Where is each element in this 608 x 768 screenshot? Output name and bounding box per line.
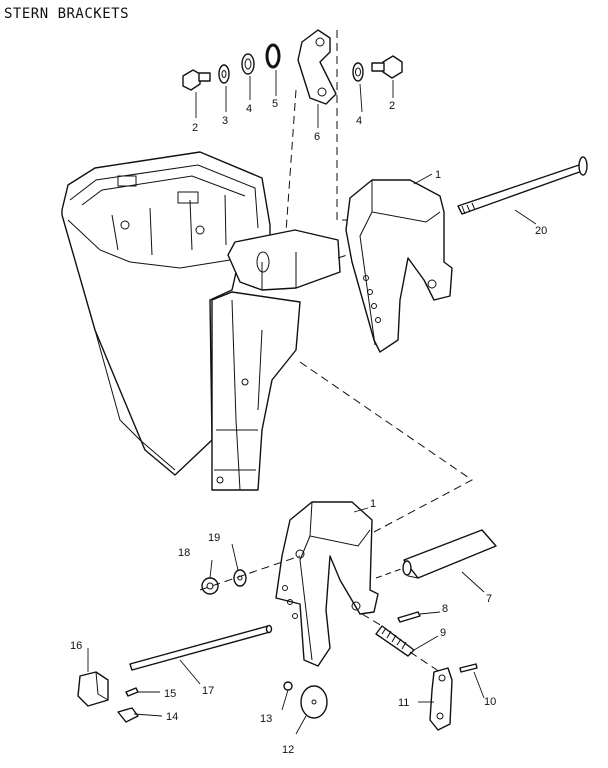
callout-18: 18 <box>178 547 190 559</box>
callout-2-right: 2 <box>389 100 395 112</box>
exhaust-housing <box>61 151 341 491</box>
part-13-screw <box>283 681 293 691</box>
callouts: 1 2 3 4 5 6 4 2 20 1 18 19 7 8 9 16 17 1… <box>70 98 547 756</box>
callout-12: 12 <box>282 744 294 756</box>
part-1-stern-bracket-lower <box>275 501 379 667</box>
part-15-pin <box>125 687 139 697</box>
callout-7: 7 <box>486 593 492 605</box>
callout-1-upper: 1 <box>435 169 441 181</box>
callout-13: 13 <box>260 713 272 725</box>
assembly-line-lever <box>409 651 441 673</box>
callout-2-left: 2 <box>192 122 198 134</box>
assembly-line-lower <box>299 361 473 533</box>
leader-lines <box>87 70 537 735</box>
assembly-line-spring <box>361 613 383 627</box>
callout-20: 20 <box>535 225 547 237</box>
part-16-rod-bracket <box>77 671 109 707</box>
callout-14: 14 <box>166 711 178 723</box>
part-11-release-lever <box>429 667 453 731</box>
part-5-snap-ring <box>265 43 281 69</box>
part-10-cotter-pin <box>459 663 478 673</box>
part-1-stern-bracket-upper <box>345 179 453 353</box>
part-12-disc <box>300 685 328 719</box>
diagram-title: STERN BRACKETS <box>4 6 130 22</box>
part-4-bushing-right <box>352 62 364 82</box>
callout-4-left: 4 <box>246 103 252 115</box>
callout-6: 6 <box>314 131 320 143</box>
part-17-tilt-rod <box>129 624 273 671</box>
part-4-bushing-left <box>241 53 255 75</box>
callout-10: 10 <box>484 696 496 708</box>
assembly-line-knob <box>199 555 301 591</box>
part-2-bolt-left <box>182 69 211 91</box>
callout-11: 11 <box>398 697 409 709</box>
callout-9: 9 <box>440 627 446 639</box>
part-8-pin <box>397 611 421 623</box>
part-6-tilt-lever <box>297 29 337 105</box>
part-7-tilt-tube-block <box>375 529 497 579</box>
callout-19: 19 <box>208 532 220 544</box>
callout-15: 15 <box>164 688 176 700</box>
part-14-clip <box>117 707 139 723</box>
callout-4-right: 4 <box>356 115 362 127</box>
callout-5: 5 <box>272 98 278 110</box>
callout-1-lower: 1 <box>370 498 376 510</box>
part-9-spring <box>375 625 415 657</box>
part-19-washer <box>233 569 247 587</box>
part-2-bolt-right <box>371 55 403 79</box>
assembly-line-housing-to-lever <box>285 89 297 233</box>
callout-8: 8 <box>442 603 448 615</box>
callout-17: 17 <box>202 685 214 697</box>
callout-16: 16 <box>70 640 82 652</box>
callout-3: 3 <box>222 115 228 127</box>
part-3-washer <box>218 64 230 84</box>
part-18-knob-nut <box>201 577 219 595</box>
part-20-pivot-bolt <box>457 156 588 215</box>
